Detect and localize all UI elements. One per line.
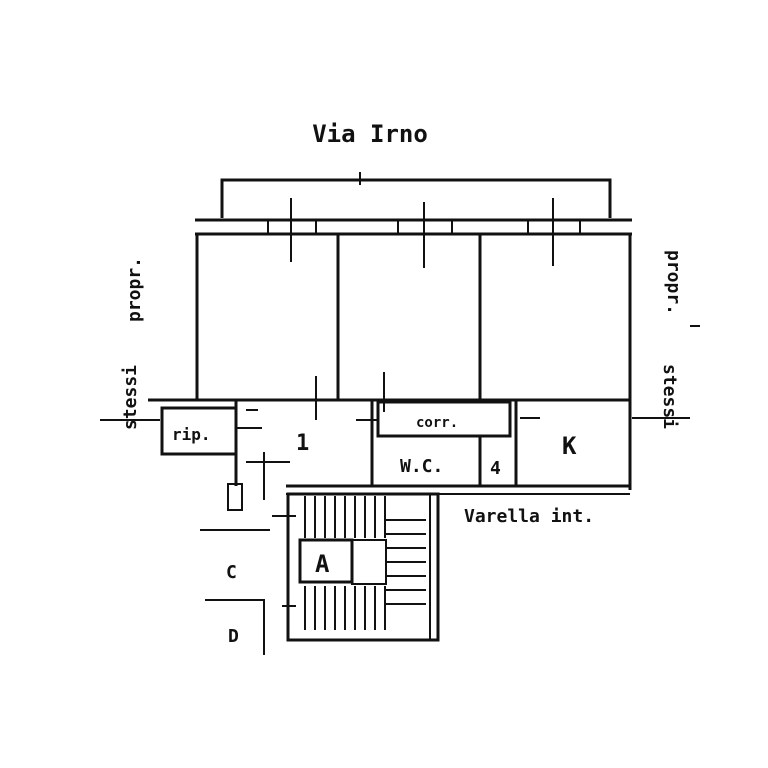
front-room-dividers	[336, 234, 482, 400]
room-label-rip: rip.	[172, 425, 211, 444]
back-label: Varella int.	[464, 506, 594, 527]
room-label-one: 1	[296, 431, 309, 456]
room-label-corridor: corr.	[416, 415, 458, 431]
front-wall	[195, 218, 632, 236]
door-ticks	[315, 372, 385, 420]
front-balcony	[220, 172, 612, 218]
street-label: Via Irno	[312, 120, 428, 148]
mark-label-d: D	[228, 626, 239, 647]
left-label-bottom: stessi	[120, 365, 141, 430]
right-label-top: propr.	[663, 250, 684, 315]
side-marks	[200, 483, 296, 655]
room-label-landing: A	[315, 550, 330, 578]
room-label-kitchen: K	[562, 432, 577, 460]
outer-walls	[148, 234, 632, 490]
window-marks	[290, 198, 554, 268]
staircase	[286, 492, 440, 642]
mark-label-c: C	[226, 562, 237, 583]
left-label-top: propr.	[124, 257, 145, 322]
right-label-bottom: stessi	[659, 364, 680, 429]
rear-rooms	[160, 400, 630, 500]
room-label-wc: W.C.	[400, 456, 443, 477]
room-label-small: 4	[490, 458, 501, 479]
